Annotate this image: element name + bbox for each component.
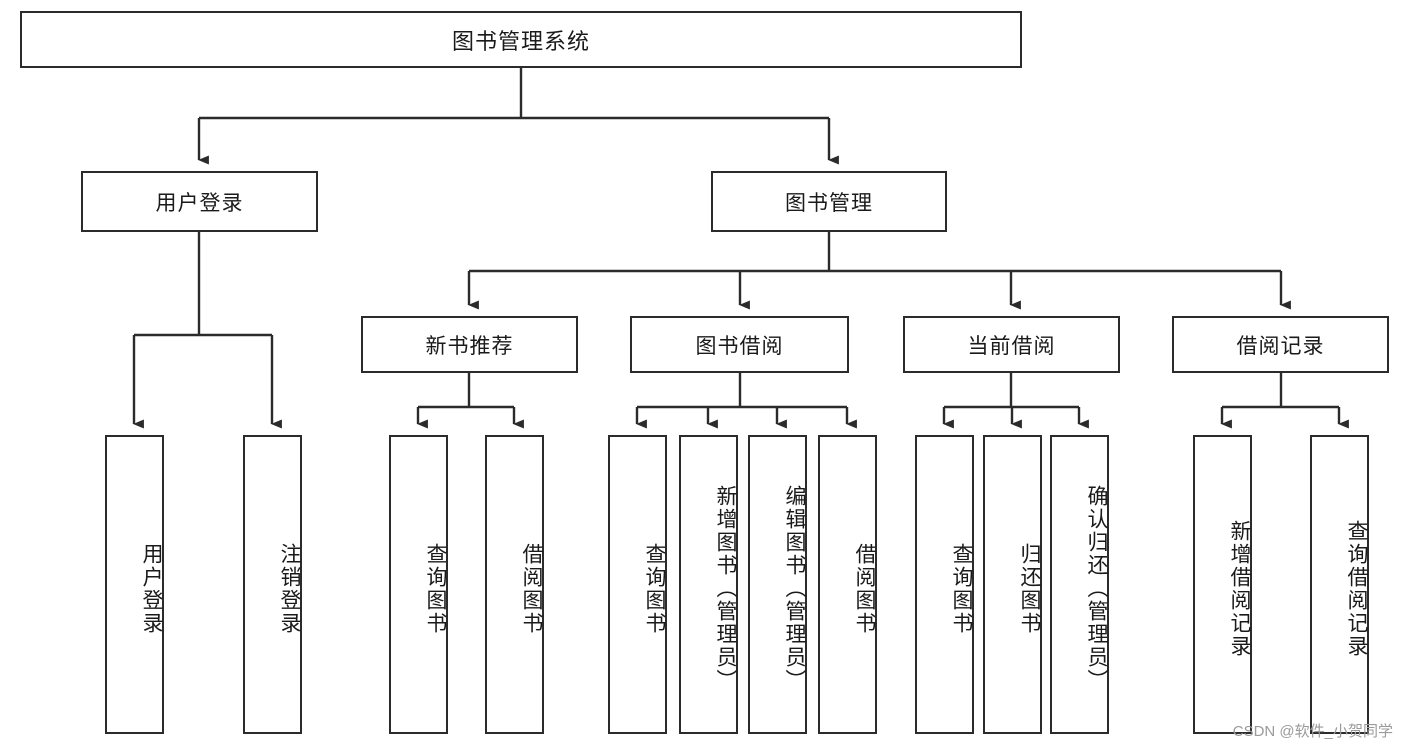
watermark: CSDN @软件_小贺同学 (1232, 723, 1393, 740)
leaf-edit-book-admin[interactable]: 编辑图书（管理员） (748, 435, 807, 734)
node-label: 图书管理 (785, 191, 873, 215)
leaf-query-book-nbr[interactable]: 查询图书 (389, 435, 448, 734)
node-label: 注销登录 (278, 542, 301, 635)
node-label: 新增图书（管理员） (714, 485, 737, 692)
node-book-management[interactable]: 图书管理 (711, 171, 947, 232)
leaf-borrow-book-nbr[interactable]: 借阅图书 (485, 435, 544, 734)
node-user-login[interactable]: 用户登录 (81, 171, 318, 232)
node-label: 当前借阅 (967, 334, 1056, 358)
leaf-query-book-cb[interactable]: 查询图书 (915, 435, 974, 734)
node-borrowing-record[interactable]: 借阅记录 (1172, 316, 1389, 373)
node-label: 查询图书 (424, 542, 447, 635)
node-label: 新增借阅记录 (1228, 519, 1251, 658)
node-label: 归还图书 (1018, 542, 1041, 635)
leaf-borrow-book-bb[interactable]: 借阅图书 (818, 435, 877, 734)
node-label: 确认归还（管理员） (1085, 485, 1108, 692)
node-root-book-management-system[interactable]: 图书管理系统 (20, 11, 1022, 68)
node-label: 借阅图书 (520, 542, 543, 635)
node-label: 图书借阅 (695, 334, 784, 358)
leaf-logout-login[interactable]: 注销登录 (243, 435, 302, 734)
node-label: 编辑图书（管理员） (783, 485, 806, 692)
leaf-user-login[interactable]: 用户登录 (105, 435, 164, 734)
node-label: 借阅图书 (853, 542, 876, 635)
node-label: 图书管理系统 (451, 28, 590, 54)
node-label: 查询图书 (950, 542, 973, 635)
node-label: 借阅记录 (1236, 334, 1325, 358)
leaf-add-borrow-record[interactable]: 新增借阅记录 (1193, 435, 1252, 734)
node-new-book-recommendation[interactable]: 新书推荐 (361, 316, 578, 373)
node-label: 查询图书 (643, 542, 666, 635)
node-book-borrowing[interactable]: 图书借阅 (630, 316, 849, 373)
leaf-query-book-bb[interactable]: 查询图书 (608, 435, 667, 734)
leaf-query-borrow-record[interactable]: 查询借阅记录 (1310, 435, 1369, 734)
leaf-add-book-admin[interactable]: 新增图书（管理员） (679, 435, 738, 734)
node-label: 查询借阅记录 (1345, 519, 1368, 658)
node-label: 用户登录 (140, 542, 163, 635)
node-label: 新书推荐 (425, 334, 514, 358)
node-label: 用户登录 (155, 191, 244, 215)
leaf-return-book[interactable]: 归还图书 (983, 435, 1042, 734)
node-current-borrowing[interactable]: 当前借阅 (903, 316, 1120, 373)
leaf-confirm-return-admin[interactable]: 确认归还（管理员） (1050, 435, 1109, 734)
